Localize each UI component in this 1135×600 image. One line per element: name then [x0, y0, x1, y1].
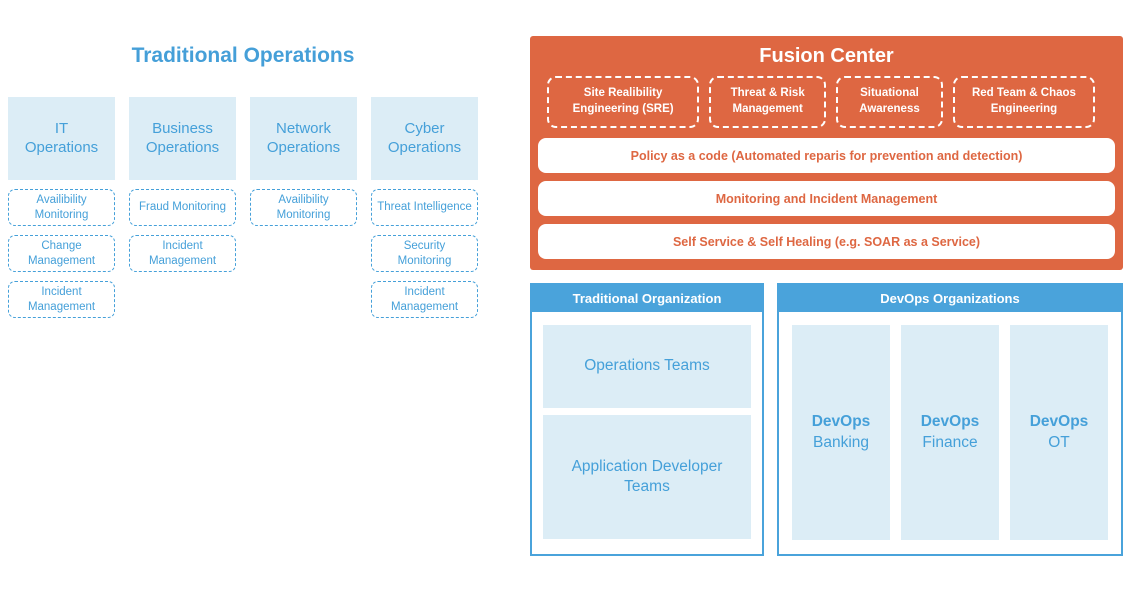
operations-teams-box: Operations Teams — [543, 325, 751, 408]
devops-ot-brand: DevOps — [1029, 412, 1089, 430]
application-developer-teams-label: Application Developer Teams — [571, 457, 723, 495]
fusion-service-self-service-healing: Self Service & Self Healing (e.g. SOAR a… — [538, 224, 1115, 259]
devops-banking-label: Banking — [812, 433, 869, 451]
ops-function-chip: Incident Management — [371, 281, 478, 318]
fusion-capability-threat-risk: Threat & Risk Management — [709, 76, 827, 128]
traditional-organization-panel: Traditional Organization Operations Team… — [530, 283, 764, 556]
ops-function-chip: Availibility Monitoring — [8, 189, 115, 226]
traditional-operations-grid: IT Operations Availibility Monitoring Ch… — [8, 97, 478, 318]
ops-column-business: Business Operations Fraud Monitoring Inc… — [129, 97, 236, 318]
devops-columns: DevOps Banking DevOps Finance DevOps OT — [792, 325, 1108, 540]
ops-column-header-cyber: Cyber Operations — [371, 97, 478, 180]
devops-finance-column: DevOps Finance — [901, 325, 999, 540]
application-developer-teams-box: Application Developer Teams — [543, 415, 751, 539]
fusion-capabilities-row: Site Realibility Engineering (SRE) Threa… — [530, 68, 1123, 129]
fusion-capability-situational-awareness: Situational Awareness — [836, 76, 943, 128]
traditional-organization-header: Traditional Organization — [532, 285, 762, 312]
ops-function-chip: Threat Intelligence — [371, 189, 478, 226]
ops-function-chip: Fraud Monitoring — [129, 189, 236, 226]
devops-banking-brand: DevOps — [811, 412, 871, 430]
devops-finance-brand: DevOps — [920, 412, 980, 430]
ops-function-chip: Availibility Monitoring — [250, 189, 357, 226]
ops-function-chip: Incident Management — [8, 281, 115, 318]
fusion-service-policy-as-code: Policy as a code (Automated reparis for … — [538, 138, 1115, 173]
fusion-capability-red-team: Red Team & Chaos Engineering — [952, 76, 1095, 128]
devops-finance-label: Finance — [922, 433, 978, 451]
devops-ot-label: OT — [1048, 433, 1070, 451]
devops-organizations-panel: DevOps Organizations DevOps Banking DevO… — [777, 283, 1123, 556]
devops-banking-column: DevOps Banking — [792, 325, 890, 540]
traditional-operations-section: Traditional Operations IT Operations Ava… — [8, 44, 478, 318]
ops-column-header-network: Network Operations — [250, 97, 357, 180]
ops-column-cyber: Cyber Operations Threat Intelligence Sec… — [371, 97, 478, 318]
devops-organizations-header: DevOps Organizations — [779, 285, 1121, 312]
ops-function-chip: Security Monitoring — [371, 235, 478, 272]
fusion-center-panel: Fusion Center Site Realibility Engineeri… — [530, 36, 1123, 270]
ops-column-network: Network Operations Availibility Monitori… — [250, 97, 357, 318]
devops-ot-column: DevOps OT — [1010, 325, 1108, 540]
fusion-service-monitoring-incident: Monitoring and Incident Management — [538, 181, 1115, 216]
traditional-operations-title: Traditional Operations — [131, 44, 355, 67]
ops-column-it: IT Operations Availibility Monitoring Ch… — [8, 97, 115, 318]
fusion-center-title: Fusion Center — [759, 45, 894, 67]
ops-function-chip: Change Management — [8, 235, 115, 272]
ops-column-header-it: IT Operations — [8, 97, 115, 180]
ops-column-header-business: Business Operations — [129, 97, 236, 180]
fusion-capability-sre: Site Realibility Engineering (SRE) — [547, 76, 700, 128]
ops-function-chip: Incident Management — [129, 235, 236, 272]
